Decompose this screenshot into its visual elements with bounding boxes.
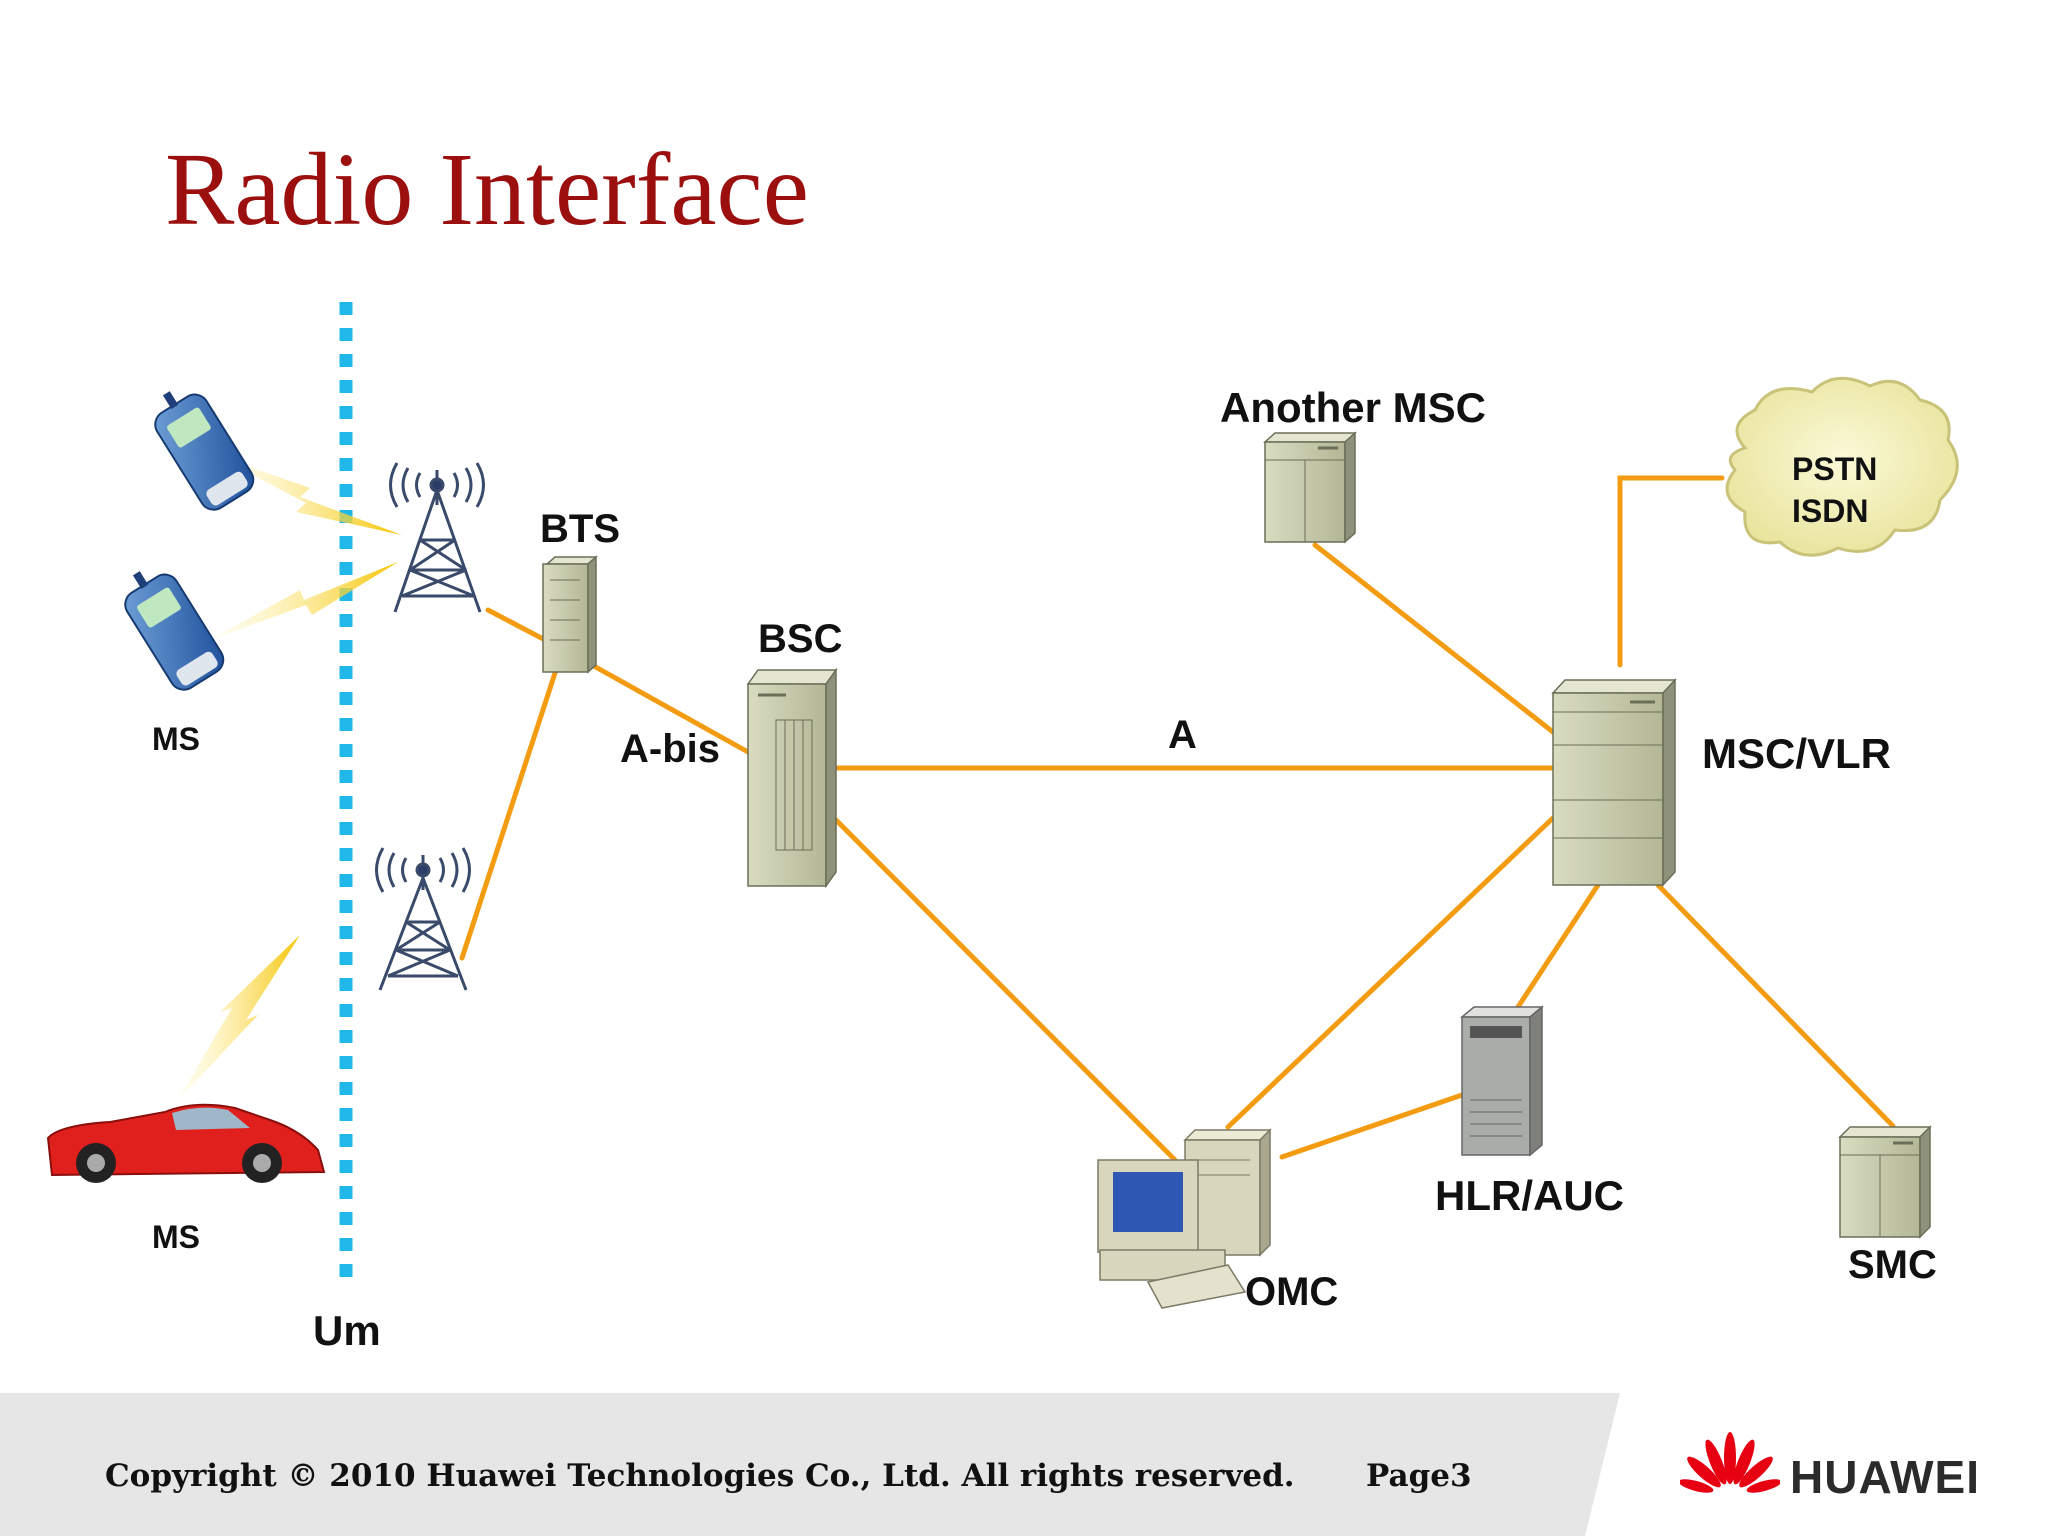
link-omc-hlr (1279, 1092, 1465, 1160)
link-msc-smc (1655, 882, 1896, 1129)
mobile-phone-icon (124, 571, 225, 691)
label-smc: SMC (1848, 1243, 1937, 1287)
label-um: Um (313, 1307, 381, 1354)
smc-cabinet-icon (1838, 1125, 1932, 1239)
msc-vlr-cabinet-icon (1551, 678, 1677, 887)
label-a: A (1168, 713, 1197, 757)
footer-copyright: Copyright © 2010 Huawei Technologies Co.… (105, 1458, 1295, 1494)
link-tower1-bts (485, 607, 550, 644)
link-anothermsc-msc (1312, 542, 1556, 735)
label-another-msc: Another MSC (1220, 384, 1486, 431)
link-msc-omc (1225, 815, 1556, 1130)
pstn-isdn-cloud-icon (1725, 376, 1959, 557)
link-msc-pstn (1617, 475, 1725, 668)
label-abis: A-bis (620, 727, 720, 771)
link-msc-hlr (1515, 882, 1601, 1010)
footer-bar (0, 1393, 2048, 1536)
footer-divider (1585, 1393, 2048, 1536)
hlr-auc-server-icon (1459, 1005, 1545, 1157)
label-hlr-auc: HLR/AUC (1435, 1172, 1624, 1219)
radio-bolt-icon (215, 455, 402, 535)
huawei-logo-icon (1680, 1432, 1780, 1493)
label-ms-bottom: MS (152, 1219, 200, 1255)
bts-antenna-tower-icon (375, 847, 471, 991)
label-bts: BTS (540, 507, 620, 551)
footer-page-number: Page3 (1366, 1458, 1472, 1494)
label-bsc: BSC (758, 617, 842, 661)
label-msc-vlr: MSC/VLR (1702, 730, 1891, 777)
another-msc-cabinet-icon (1263, 431, 1357, 544)
diagram-labels: MS MS Um BTS BSC A-bis A Another MSC MSC… (152, 384, 1937, 1354)
link-bts-bsc (589, 662, 751, 755)
links (459, 475, 1896, 1163)
bts-cabinet-icon (542, 555, 598, 674)
radio-bolt-icon (178, 935, 300, 1100)
label-isdn: ISDN (1792, 493, 1868, 529)
omc-computer-icon (1097, 1128, 1272, 1309)
network-diagram: MS MS Um BTS BSC A-bis A Another MSC MSC… (46, 302, 1959, 1354)
mobile-phone-icon (154, 391, 255, 511)
radio-bolt-icon (210, 562, 398, 640)
bts-antenna-tower-icon (389, 462, 485, 613)
label-pstn: PSTN (1792, 451, 1877, 487)
brand-wordmark: HUAWEI (1790, 1451, 1980, 1503)
bsc-cabinet-icon (746, 667, 838, 889)
radio-signal-icons (178, 455, 402, 1100)
slide-title: Radio Interface (165, 132, 809, 247)
link-bsc-omc (833, 817, 1178, 1163)
car-icon (46, 1103, 326, 1183)
label-omc: OMC (1245, 1270, 1338, 1314)
link-tower2-bts (459, 667, 559, 961)
label-ms-top: MS (152, 721, 200, 757)
